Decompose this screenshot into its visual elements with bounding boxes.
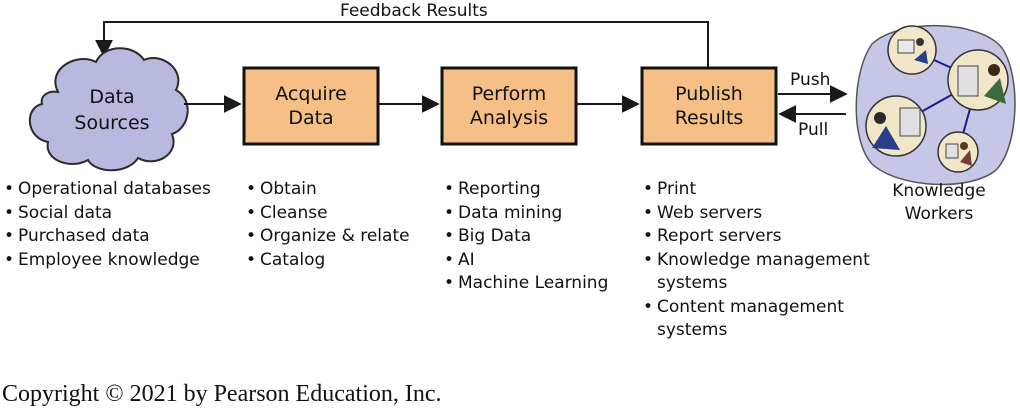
data-sources-label: Data Sources: [62, 84, 162, 136]
list-item: Reporting: [444, 178, 608, 202]
perform-analysis-list: Reporting Data mining Big Data AI Machin…: [444, 178, 608, 296]
list-item: Report servers: [643, 225, 870, 249]
knowledge-workers-illustration: [855, 24, 1016, 186]
list-item-continuation: systems: [657, 320, 728, 340]
knowledge-workers-line-1: Knowledge: [892, 181, 986, 201]
worker-avatar-1: [887, 25, 937, 75]
acquire-data-list: Obtain Cleanse Organize & relate Catalog: [246, 178, 410, 272]
perform-analysis-line-2: Analysis: [469, 107, 549, 129]
acquire-data-line-2: Data: [288, 107, 334, 129]
data-sources-list: Operational databases Social data Purcha…: [4, 178, 211, 272]
publish-results-label: Publish Results: [642, 82, 776, 130]
feedback-results-label: Feedback Results: [340, 1, 488, 21]
list-item: Data mining: [444, 202, 608, 226]
knowledge-workers-label: Knowledge Workers: [876, 180, 1002, 226]
acquire-data-label: Acquire Data: [244, 82, 378, 130]
knowledge-workers-line-2: Workers: [904, 204, 974, 224]
list-item: Catalog: [246, 249, 410, 273]
list-item: Knowledge management: [643, 249, 870, 273]
publish-results-line-2: Results: [674, 107, 744, 129]
list-item: Purchased data: [4, 225, 211, 249]
list-item-continuation: systems: [657, 273, 728, 293]
list-item: Print: [643, 178, 870, 202]
acquire-data-box: [242, 66, 380, 146]
list-item: Web servers: [643, 202, 870, 226]
pull-label: Pull: [798, 120, 829, 140]
worker-avatar-2: [947, 49, 1009, 111]
acquire-data-line-1: Acquire: [275, 83, 347, 105]
data-sources-line-1: Data: [89, 86, 135, 108]
worker-avatar-3: [865, 95, 927, 157]
perform-analysis-line-1: Perform: [471, 83, 547, 105]
list-item: AI: [444, 249, 608, 273]
publish-results-line-1: Publish: [675, 83, 743, 105]
list-item: Content management: [643, 296, 870, 320]
list-item: Cleanse: [246, 202, 410, 226]
list-item: Organize & relate: [246, 225, 410, 249]
list-item: Obtain: [246, 178, 410, 202]
data-sources-cloud: [28, 47, 189, 172]
list-item: Big Data: [444, 225, 608, 249]
publish-results-box: [640, 66, 778, 146]
list-item: Operational databases: [4, 178, 211, 202]
list-item: Social data: [4, 202, 211, 226]
list-item: Machine Learning: [444, 272, 608, 296]
push-label: Push: [790, 70, 831, 90]
publish-results-list: Print Web servers Report servers Knowled…: [643, 178, 870, 343]
perform-analysis-label: Perform Analysis: [442, 82, 576, 130]
feedback-arrow: [95, 21, 709, 68]
worker-avatar-4: [937, 131, 979, 173]
data-sources-line-2: Sources: [74, 112, 150, 134]
perform-analysis-box: [440, 66, 578, 146]
copyright-notice: Copyright © 2021 by Pearson Education, I…: [2, 381, 442, 407]
list-item: Employee knowledge: [4, 249, 211, 273]
